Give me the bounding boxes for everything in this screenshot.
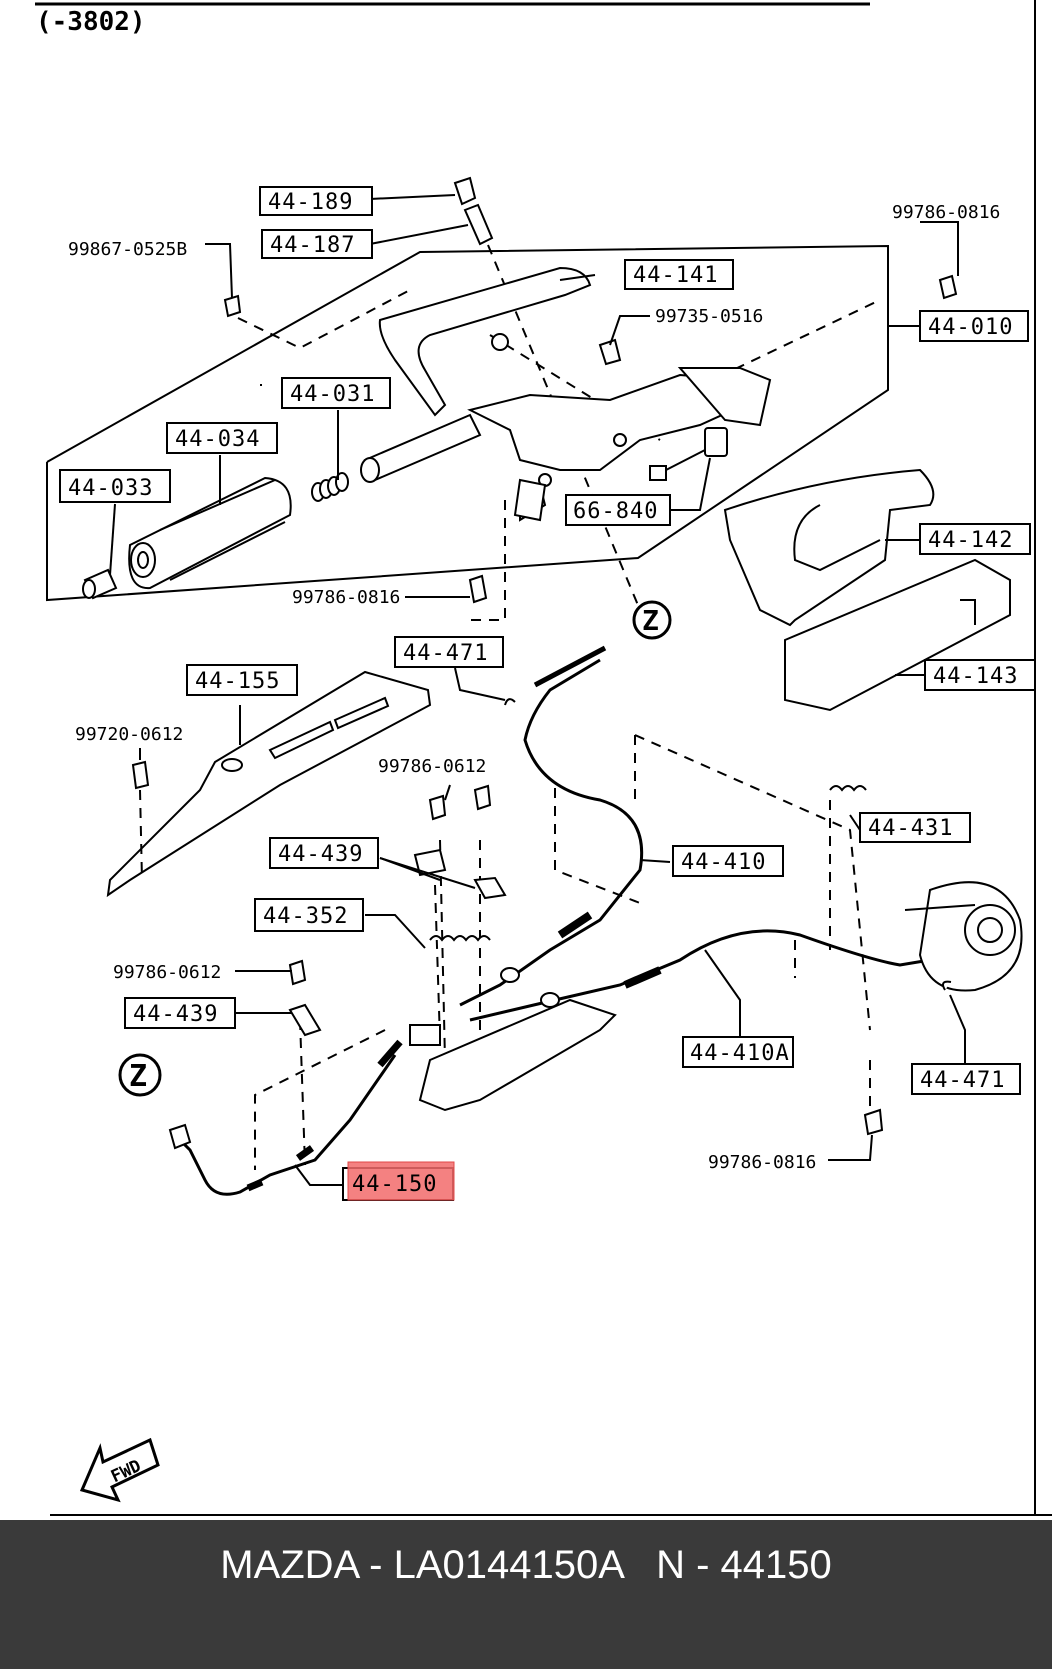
label-44-010: 44-010 (928, 315, 1013, 340)
label-leaders (109, 194, 966, 1186)
fwd-arrow-icon: FWD (79, 1437, 160, 1503)
label-66-840: 66-840 (573, 499, 658, 524)
upper-assembly-outline (46, 244, 889, 602)
label-44-352: 44-352 (263, 904, 348, 929)
label-44-189: 44-189 (268, 190, 353, 215)
label-44-410: 44-410 (681, 850, 766, 875)
z-marker-lower-text: Z (129, 1059, 147, 1094)
label-44-142: 44-142 (928, 528, 1013, 553)
lower-leader-lines (139, 734, 871, 1170)
console-panel (784, 558, 1011, 712)
label-44-031: 44-031 (290, 382, 375, 407)
partno-99786-0816-top: 99786-0816 (892, 202, 1000, 223)
label-44-471-upper: 44-471 (403, 641, 488, 666)
lever-bracket (378, 266, 772, 522)
lower-hardware (131, 698, 952, 1150)
highlight-44-150 (347, 1161, 455, 1201)
header-code: (-3802) (36, 7, 146, 37)
footer-part-number: LA0144150A (393, 1543, 623, 1587)
footer-gap (623, 1543, 656, 1587)
partno-99786-0612-upper: 99786-0612 (378, 756, 486, 777)
part-label-texts: 44-189 44-187 44-141 44-010 44-031 44-03… (68, 190, 1018, 1197)
partno-99786-0816-bottom: 99786-0816 (708, 1152, 816, 1173)
label-44-431: 44-431 (868, 816, 953, 841)
equalizer-bracket (409, 967, 617, 1112)
label-44-187: 44-187 (270, 233, 355, 258)
partno-99867-0525b: 99867-0525B (68, 239, 187, 260)
label-44-439-upper: 44-439 (278, 842, 363, 867)
label-44-471-lower: 44-471 (920, 1068, 1005, 1093)
footer-brand: MAZDA (220, 1543, 359, 1587)
label-44-034: 44-034 (175, 427, 260, 452)
cable-44-150 (173, 1039, 403, 1196)
z-marker-upper-text: Z (642, 604, 659, 637)
partno-99786-0612-lower: 99786-0612 (113, 962, 221, 983)
label-44-410a: 44-410A (690, 1041, 790, 1066)
console-cover (723, 468, 935, 627)
z-marker-upper: Z (632, 600, 672, 640)
footer-bar: MAZDA - LA0144150A N - 44150 (0, 1520, 1052, 1669)
front-cable (459, 645, 644, 1007)
z-marker-lower: Z (118, 1053, 162, 1097)
diagram-canvas: (-3802) (35, 0, 1052, 1516)
partno-99720-0612: 99720-0612 (75, 724, 183, 745)
bushing-parts (453, 176, 494, 246)
label-44-439-lower: 44-439 (133, 1002, 218, 1027)
footer-sep: - (358, 1543, 394, 1587)
upper-bolts (223, 274, 958, 604)
label-44-141: 44-141 (633, 263, 718, 288)
partno-99735-0516: 99735-0516 (655, 306, 763, 327)
footer-ref: N - 44150 (656, 1543, 832, 1587)
lever-rod (360, 413, 482, 483)
label-44-155: 44-155 (195, 669, 280, 694)
label-44-150: 44-150 (352, 1172, 437, 1197)
spring-44-031 (311, 472, 349, 502)
end-cap (82, 568, 118, 600)
switch-66-840 (649, 427, 728, 481)
label-44-143: 44-143 (933, 664, 1018, 689)
partno-99786-0816-mid: 99786-0816 (292, 587, 400, 608)
handle-grip (128, 476, 292, 590)
part-number-texts: 99786-0816 99867-0525B 99735-0516 99786-… (68, 202, 1000, 1173)
heat-shield (106, 670, 432, 898)
brake-backing-plate (904, 881, 1023, 992)
label-44-033: 44-033 (68, 476, 153, 501)
